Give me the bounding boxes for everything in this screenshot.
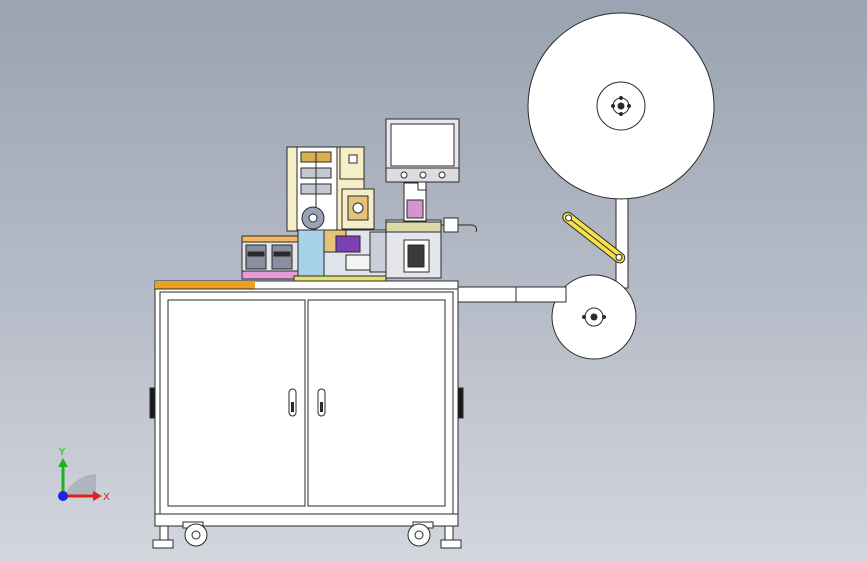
right-press-module bbox=[385, 182, 477, 279]
monitor-button[interactable] bbox=[400, 171, 408, 179]
monitor-mount bbox=[417, 181, 427, 191]
reel-assembly bbox=[527, 12, 715, 360]
tension-arm bbox=[562, 211, 626, 264]
monitor-button[interactable] bbox=[419, 171, 427, 179]
takeup-reel-pin bbox=[602, 315, 606, 319]
cabinet-right-door[interactable] bbox=[307, 299, 446, 507]
casters bbox=[152, 521, 462, 549]
tabletop-accent bbox=[155, 281, 255, 289]
supply-reel-pin bbox=[627, 104, 631, 108]
reel-support-post bbox=[615, 195, 629, 289]
x-axis-label: X bbox=[103, 492, 110, 503]
supply-reel-pin bbox=[611, 104, 615, 108]
monitor-button[interactable] bbox=[438, 171, 446, 179]
cabinet-left-door[interactable] bbox=[167, 299, 306, 507]
hmi-monitor[interactable] bbox=[385, 118, 460, 191]
takeup-reel-pin bbox=[582, 315, 586, 319]
feed-conveyor bbox=[457, 286, 567, 303]
y-axis-label: Y bbox=[58, 447, 66, 458]
coordinate-triad: Y X bbox=[58, 447, 110, 503]
z-axis-marker bbox=[58, 491, 68, 501]
center-processing-module bbox=[293, 188, 387, 282]
left-feeder-module bbox=[241, 235, 303, 280]
supply-reel-bolt bbox=[617, 102, 625, 110]
supply-reel-pin bbox=[619, 96, 623, 100]
takeup-reel-bolt bbox=[590, 313, 598, 321]
supply-reel-pin bbox=[619, 112, 623, 116]
machine-cabinet bbox=[149, 280, 464, 527]
monitor-screen[interactable] bbox=[390, 123, 455, 167]
